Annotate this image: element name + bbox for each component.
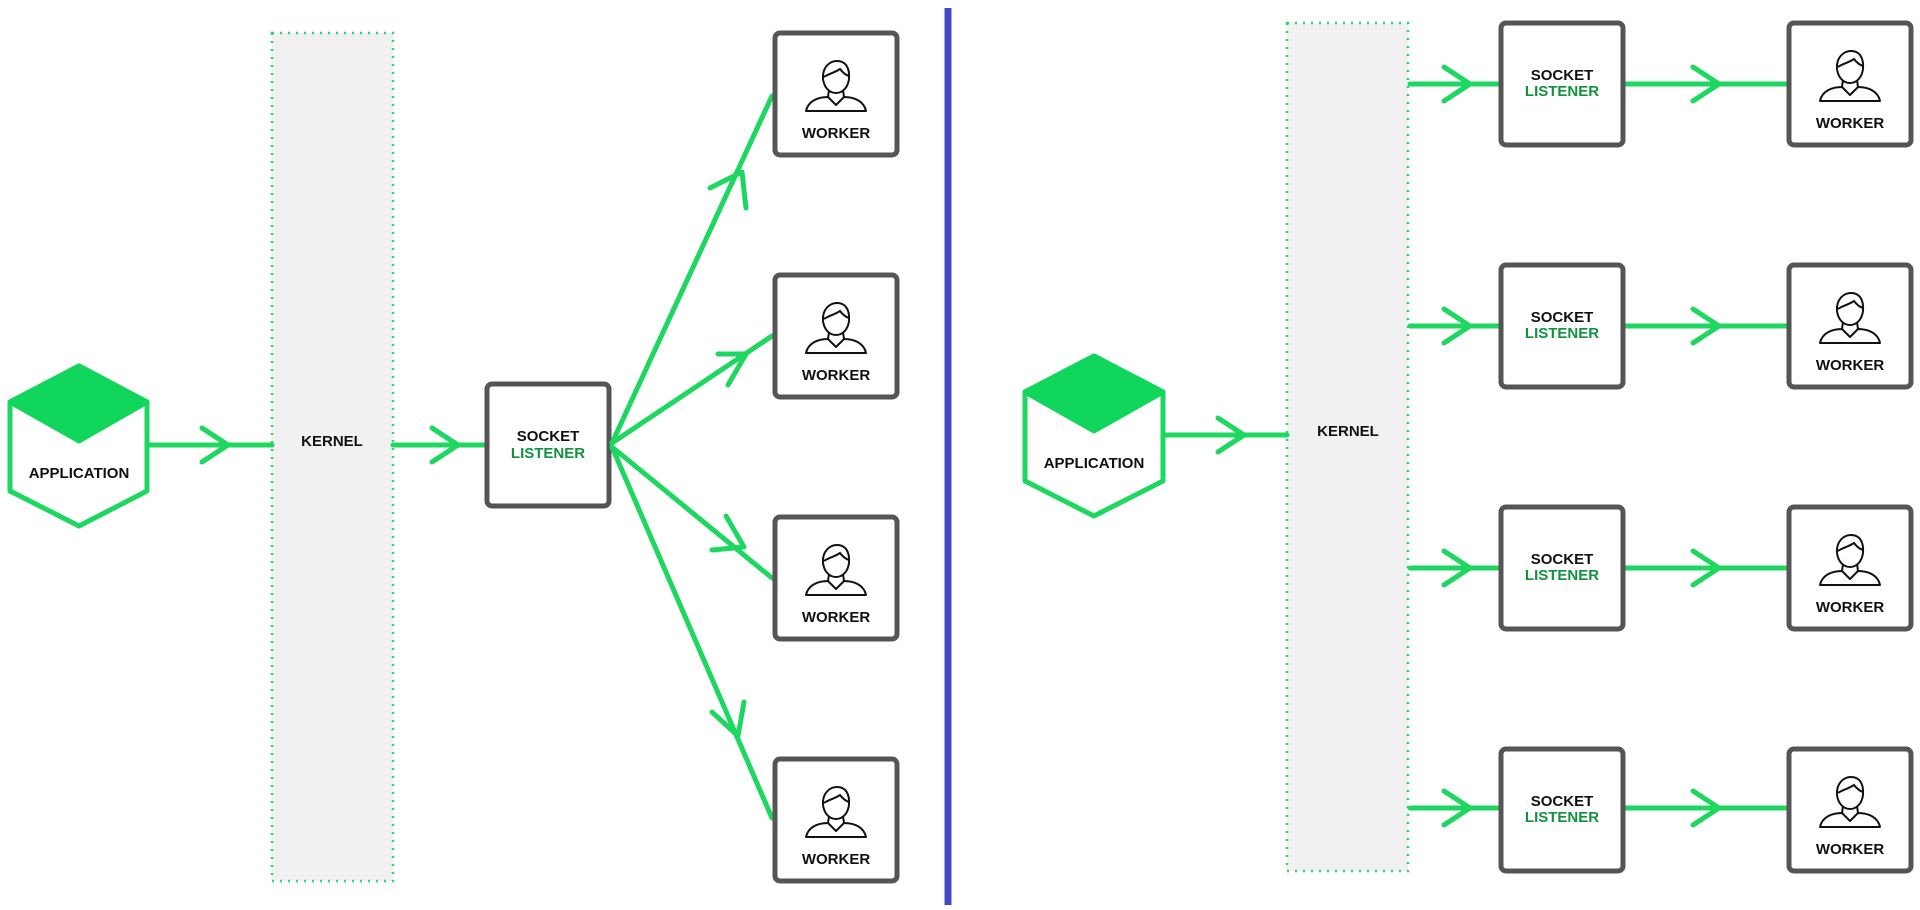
application-node: APPLICATION [1022,353,1166,519]
left-panel: KERNEL APPLICATION SOCKET [7,30,900,884]
application-hexagon-icon [1022,353,1166,519]
listener-row: SOCKET LISTENER WORKER [1407,504,1914,632]
worker-label: WORKER [802,125,870,142]
socket-listener-box: SOCKET LISTENER [1498,20,1626,148]
worker-label: WORKER [802,851,870,868]
worker-label: WORKER [1816,599,1884,616]
worker-label: WORKER [1816,115,1884,132]
worker-box: WORKER [1786,20,1914,148]
worker-box: WORKER [772,514,900,642]
arrow-icon [1407,548,1791,588]
worker-box: WORKER [772,272,900,400]
listener-label: LISTENER [1525,809,1599,826]
listener-label: LISTENER [1525,83,1599,100]
arrow-icon [1407,306,1791,346]
socket-listener-box: SOCKET LISTENER [1498,262,1626,390]
kernel-label: KERNEL [301,433,363,450]
arrow-icon [147,425,489,465]
arrow-icon [1407,788,1791,828]
listener-label: LISTENER [1525,567,1599,584]
socket-label: SOCKET [1531,793,1594,810]
socket-label: SOCKET [1531,551,1594,568]
worker-box: WORKER [1786,746,1914,874]
right-panel: KERNEL APPLICATION [1022,20,1914,874]
listener-row: SOCKET LISTENER WORKER [1407,262,1914,390]
arrow-icon [1163,415,1290,455]
socket-listener-box: SOCKET LISTENER [484,381,612,509]
listener-label: LISTENER [1525,325,1599,342]
socket-label: SOCKET [1531,309,1594,326]
worker-label: WORKER [802,367,870,384]
socket-label: SOCKET [1531,67,1594,84]
arrow-icon [1407,64,1791,104]
socket-listener-box: SOCKET LISTENER [1498,746,1626,874]
socket-listener-box: SOCKET LISTENER [1498,504,1626,632]
worker-box: WORKER [772,756,900,884]
worker-box: WORKER [1786,262,1914,390]
kernel-column: KERNEL [270,31,395,883]
application-hexagon-icon [7,363,150,529]
application-label: APPLICATION [1044,455,1145,472]
worker-box: WORKER [1786,504,1914,632]
worker-label: WORKER [1816,357,1884,374]
socket-label: SOCKET [517,428,580,445]
application-label: APPLICATION [29,465,130,482]
application-node: APPLICATION [7,363,150,529]
fanout-arrows [609,93,775,821]
kernel-column: KERNEL [1285,21,1410,873]
listener-row: SOCKET LISTENER WORKER [1407,746,1914,874]
worker-label: WORKER [802,609,870,626]
worker-box: WORKER [772,30,900,158]
listener-label: LISTENER [511,445,585,462]
listener-row: SOCKET LISTENER WORKER [1407,20,1914,148]
kernel-label: KERNEL [1317,423,1379,440]
worker-label: WORKER [1816,841,1884,858]
